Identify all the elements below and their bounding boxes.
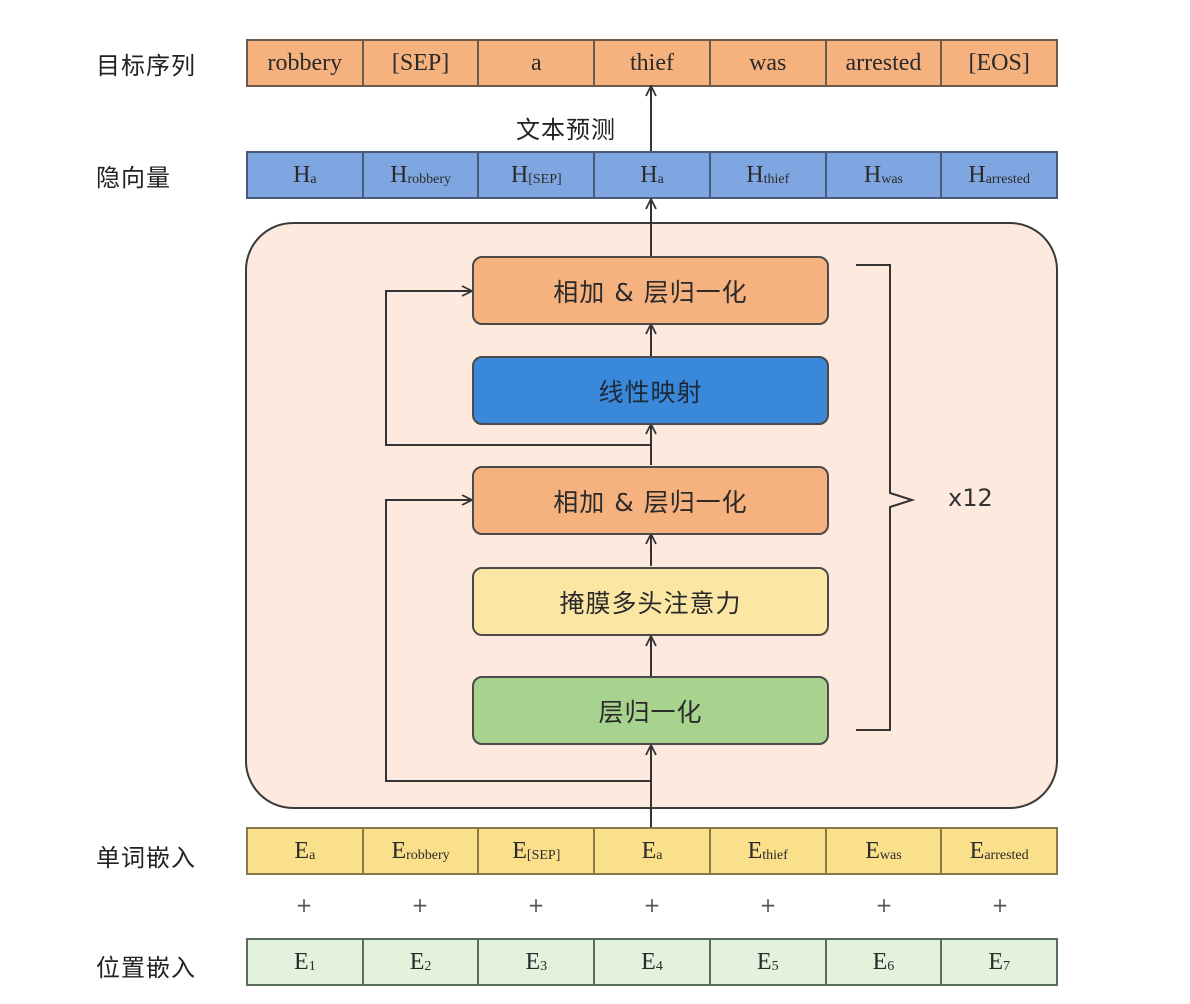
position-embedding-base: E [756,948,772,975]
word-embedding-label: 单词嵌入 [96,844,196,872]
position-embedding-sub: 7 [1003,959,1010,974]
position-embedding-base: E [525,948,541,975]
word-embedding-sub: [SEP] [526,848,561,863]
add-norm-mid-layer: 相加 & 层归一化 [472,466,829,535]
position-embedding-sub: 1 [308,959,316,974]
hidden-vector-sub: arrested [985,172,1030,187]
word-embedding-sub: robbery [406,848,450,863]
hidden-vector-base: H [390,161,408,188]
plus-sign: + [759,893,777,917]
position-embedding-base: E [872,948,888,975]
hidden-vector-cell: H[SEP] [477,151,596,199]
target-token: robbery [246,39,364,87]
hidden-vector-base: H [863,161,882,188]
target-token: [EOS] [940,39,1059,87]
repeat-count-label: x12 [948,484,993,512]
word-embedding-base: E [512,837,527,864]
masked-attention-layer: 掩膜多头注意力 [472,567,829,636]
linear-projection-layer: 线性映射 [472,356,829,425]
word-embedding-sub: thief [762,848,788,863]
plus-sign: + [991,893,1009,917]
layer-norm-layer: 层归一化 [472,676,829,745]
target-sequence-row: robbery [SEP] a thief was arrested [EOS] [246,39,1059,87]
position-embedding-base: E [294,948,309,975]
word-embedding-sub: a [309,848,316,863]
hidden-vector-base: H [640,161,658,188]
position-embedding-sub: 3 [540,959,548,974]
target-token: was [708,39,827,87]
plus-sign: + [295,893,313,917]
plus-sign: + [643,893,661,917]
word-embedding-cell: E[SEP] [477,827,596,875]
word-embedding-base: E [294,837,310,864]
position-embedding-base: E [988,948,1003,975]
target-token: thief [593,39,711,87]
position-embedding-sub: 4 [655,959,663,974]
target-sequence-label: 目标序列 [96,52,196,80]
hidden-vector-sub: thief [763,172,790,187]
hidden-vector-sub: [SEP] [528,172,562,187]
hidden-vector-label: 隐向量 [96,164,171,192]
plus-sign: + [411,893,429,917]
word-embedding-sub: arrested [984,848,1029,863]
add-norm-top-layer: 相加 & 层归一化 [472,256,829,325]
plus-sign: + [875,893,893,917]
position-embedding-sub: 6 [887,959,895,974]
position-embedding-base: E [409,948,425,975]
hidden-vector-sub: robbery [407,172,452,187]
hidden-vector-sub: a [657,172,664,187]
hidden-vector-base: H [293,161,311,188]
word-embedding-base: E [969,837,985,864]
position-embedding-label: 位置嵌入 [96,954,196,982]
word-embedding-base: E [391,837,407,864]
position-embedding-sub: 5 [771,959,779,974]
word-embedding-base: E [641,837,657,864]
text-prediction-label: 文本预测 [516,116,616,144]
hidden-vector-sub: was [881,172,904,187]
word-embedding-sub: was [879,848,902,863]
plus-sign: + [527,893,545,917]
plus-row: + + + + + + + [246,893,1058,917]
hidden-vector-base: H [510,161,529,188]
position-embedding-base: E [641,948,656,975]
word-embedding-base: E [747,837,763,864]
hidden-vector-base: H [746,161,764,188]
hidden-vector-base: H [968,161,986,188]
position-embedding-sub: 2 [424,959,432,974]
hidden-vector-sub: a [310,172,317,187]
word-embedding-base: E [865,837,880,864]
word-embedding-sub: a [656,848,663,863]
